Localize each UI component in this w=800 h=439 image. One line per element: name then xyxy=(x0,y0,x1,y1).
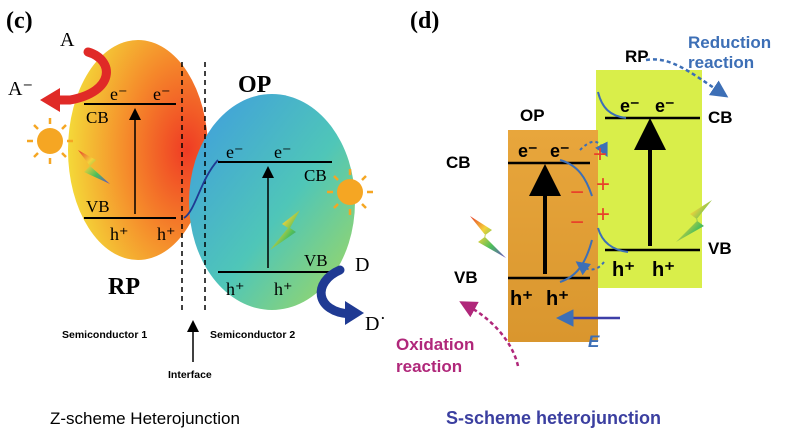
op-hole-2: h⁺ xyxy=(274,279,293,299)
rp-electron-2-d: e⁻ xyxy=(655,96,675,116)
rp-vb-label-d: VB xyxy=(708,239,732,258)
op-cb-label-d: CB xyxy=(446,153,471,172)
op-hole-2-d: h⁺ xyxy=(546,288,569,310)
rp-hole-1-d: h⁺ xyxy=(612,259,635,281)
hole-transfer-arrow xyxy=(575,261,605,276)
light-bolt-icon-right xyxy=(270,210,300,250)
oxidation-arrow xyxy=(459,301,520,367)
interface-label: Interface xyxy=(168,369,212,381)
rp-label-d: RP xyxy=(625,47,649,66)
rp-hole-2: h⁺ xyxy=(157,224,176,244)
rp-cb-label: CB xyxy=(86,108,109,127)
rp-cb-bending xyxy=(597,91,627,119)
plus-charge-1: + xyxy=(593,141,607,168)
plus-charge-3: + xyxy=(596,201,610,228)
panel-d: (d) CB VB OP e⁻ e⁻ h⁺ h⁺ CB VB RP e⁻ e⁻ … xyxy=(396,8,771,428)
op-label: OP xyxy=(238,72,271,98)
op-electron-2: e⁻ xyxy=(274,142,292,162)
op-hole-1: h⁺ xyxy=(226,279,245,299)
donor-oxidized-label: D˙ xyxy=(365,313,386,335)
op-hole-1-d: h⁺ xyxy=(510,288,533,310)
donor-arrow[interactable] xyxy=(316,265,355,319)
acceptor-arrow[interactable] xyxy=(51,47,111,105)
reduction-label-line1: Reduction xyxy=(688,33,771,52)
semiconductor-1-label: Semiconductor 1 xyxy=(62,329,147,341)
rp-vb-label: VB xyxy=(86,197,110,216)
donor-arrowhead xyxy=(345,301,364,325)
z-recombination-curve xyxy=(183,159,219,219)
rp-vb-bending xyxy=(597,227,629,253)
op-particle xyxy=(189,94,355,310)
rp-hole-2-d: h⁺ xyxy=(652,259,675,281)
acceptor-label: A xyxy=(60,29,75,51)
sun-icon-left xyxy=(27,118,73,164)
plus-charge-2: + xyxy=(596,171,610,198)
op-cb-label: CB xyxy=(304,166,327,185)
oxidation-label-line1: Oxidation xyxy=(396,335,474,354)
op-vb-label-d: VB xyxy=(454,268,478,287)
semiconductor-2-label: Semiconductor 2 xyxy=(210,329,295,341)
donor-label: D xyxy=(355,254,369,276)
electric-field-label: E xyxy=(588,332,600,351)
panel-c: (c) CB VB e⁻ e⁻ h⁺ h⁺ CB VB e⁻ e⁻ h⁺ h⁺ … xyxy=(6,8,386,428)
rp-electron-1-d: e⁻ xyxy=(620,96,640,116)
acceptor-reduced-label: A⁻ xyxy=(8,78,33,100)
acceptor-arrowhead xyxy=(40,88,60,112)
rp-label: RP xyxy=(108,274,140,300)
panel-d-label: (d) xyxy=(410,8,439,34)
oxidation-label-line2: reaction xyxy=(396,357,462,376)
op-electron-1: e⁻ xyxy=(226,142,244,162)
minus-charge-1: − xyxy=(570,179,584,206)
rp-electron-2: e⁻ xyxy=(153,84,171,104)
rp-hole-1: h⁺ xyxy=(110,224,129,244)
op-vb-label: VB xyxy=(304,251,328,270)
rp-electron-1: e⁻ xyxy=(110,84,128,104)
op-electron-2-d: e⁻ xyxy=(550,141,570,161)
light-bolt-icon-left xyxy=(78,150,110,184)
z-scheme-caption: Z-scheme Heterojunction xyxy=(50,409,240,428)
op-cb-bending xyxy=(559,159,593,197)
reduction-arrow xyxy=(645,58,729,98)
panel-c-label: (c) xyxy=(6,8,33,34)
op-label-d: OP xyxy=(520,106,545,125)
minus-charge-2: − xyxy=(570,209,584,236)
sun-icon-right xyxy=(327,169,373,215)
s-scheme-caption: S-scheme heterojunction xyxy=(446,408,661,428)
reduction-label-line2: reaction xyxy=(688,53,754,72)
op-electron-1-d: e⁻ xyxy=(518,141,538,161)
light-bolt-icon-op xyxy=(470,216,506,258)
light-bolt-icon-rp xyxy=(676,200,712,242)
rp-cb-label-d: CB xyxy=(708,108,733,127)
rp-particle xyxy=(68,40,208,260)
